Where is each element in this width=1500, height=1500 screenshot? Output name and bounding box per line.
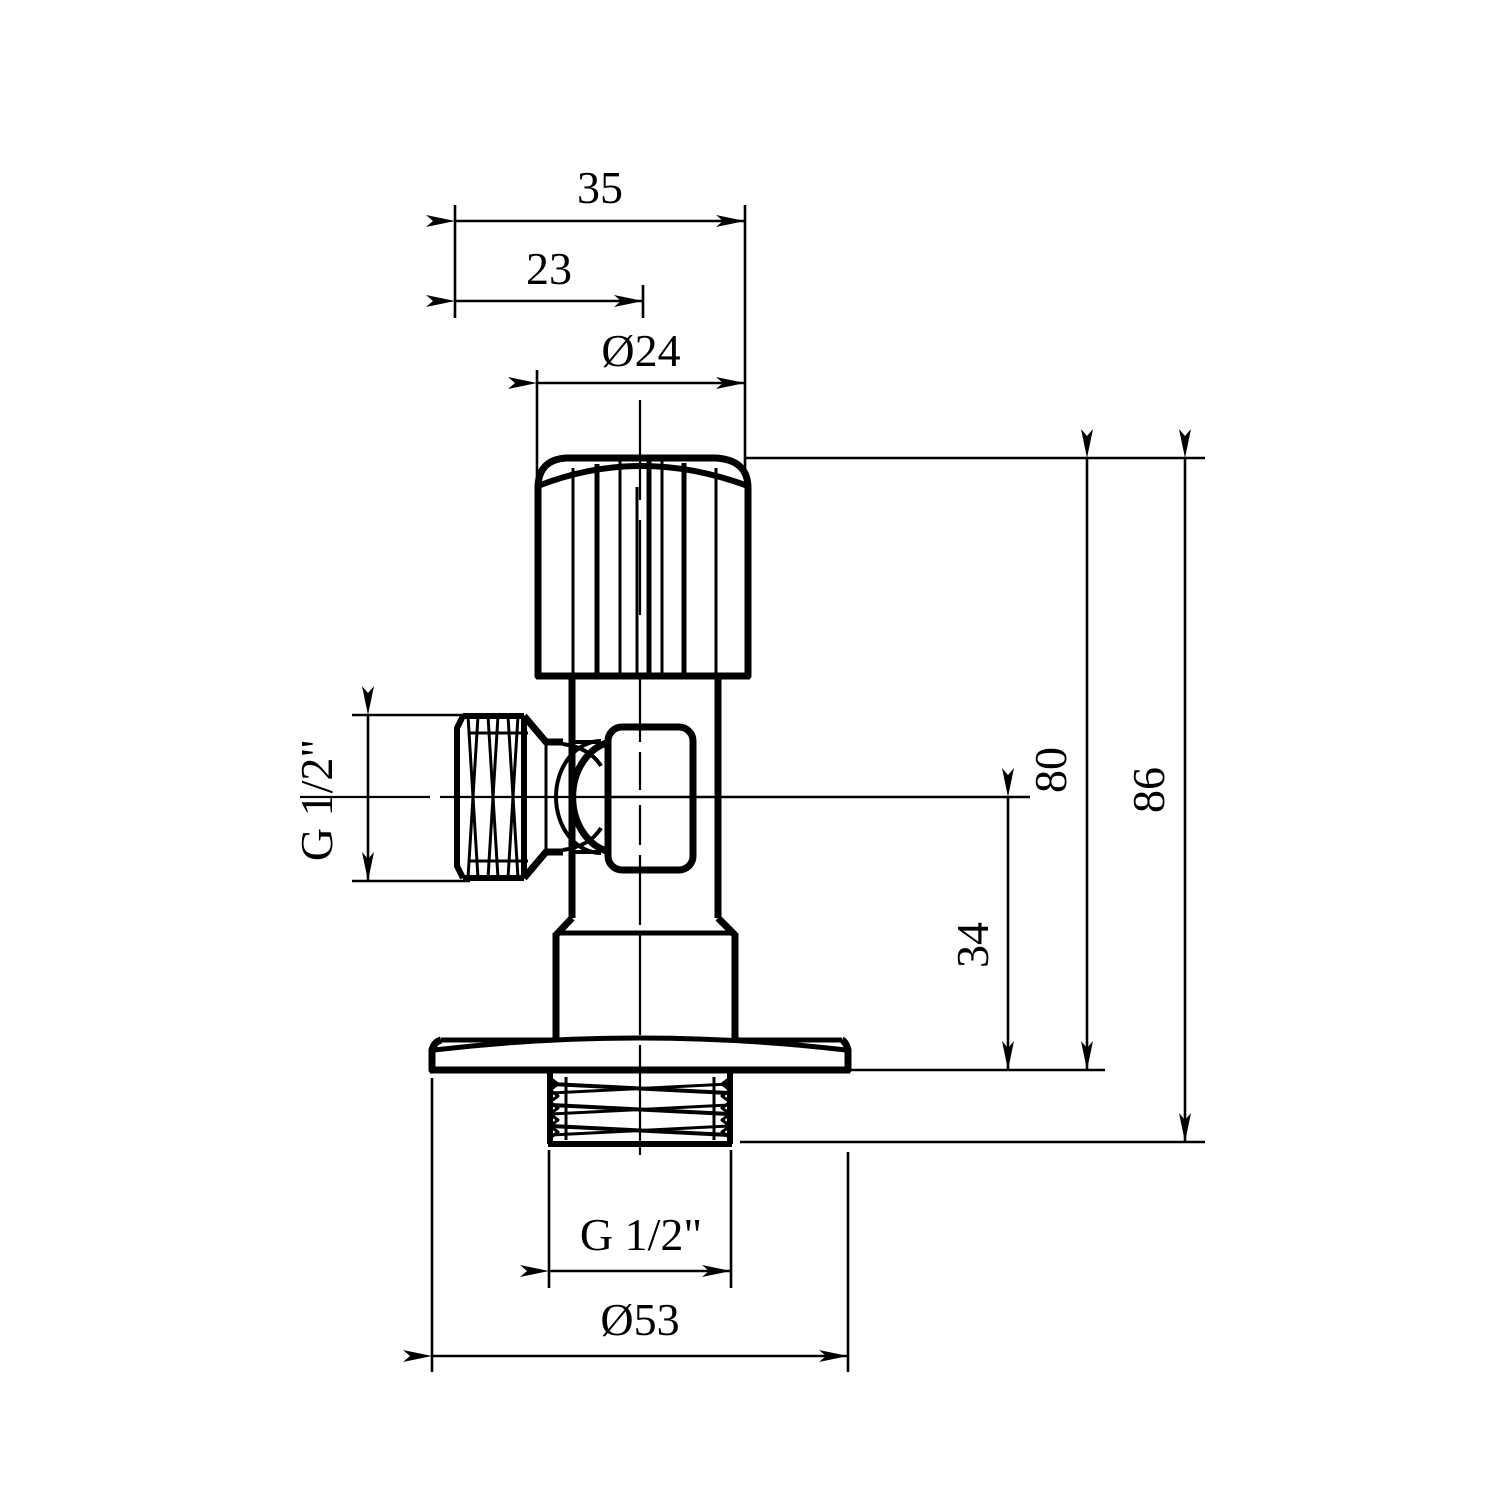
valve-stem-lower [552,933,739,1040]
extension-lines [352,205,1205,1372]
handle-knob [534,454,752,680]
body-lower-taper [553,915,738,938]
inlet-thread [547,1073,733,1147]
dimension-label-outlet-thread: G 1/2" [291,739,342,861]
outlet-boss [554,738,611,856]
valve-outline [428,454,852,1147]
outlet-thread-spud [454,713,563,881]
dimension-label-overall-width: 35 [577,162,623,213]
body-flat-face [604,723,697,874]
dimension-label-body-height: 80 [1025,747,1076,793]
dimension-label-outlet-height: 34 [947,922,998,968]
dimension-label-knob-diameter: Ø24 [601,325,680,376]
dimension-label-inlet-thread: G 1/2" [580,1209,702,1260]
dimension-label-outlet-offset: 23 [526,243,572,294]
dimension-label-flange-diameter: Ø53 [600,1294,679,1345]
wall-flange [428,1035,852,1074]
dimension-label-overall-height: 86 [1123,767,1174,813]
dimension-labels: 35 23 Ø24 G 1/2" 34 80 86 G 1/2" Ø53 [291,162,1174,1345]
